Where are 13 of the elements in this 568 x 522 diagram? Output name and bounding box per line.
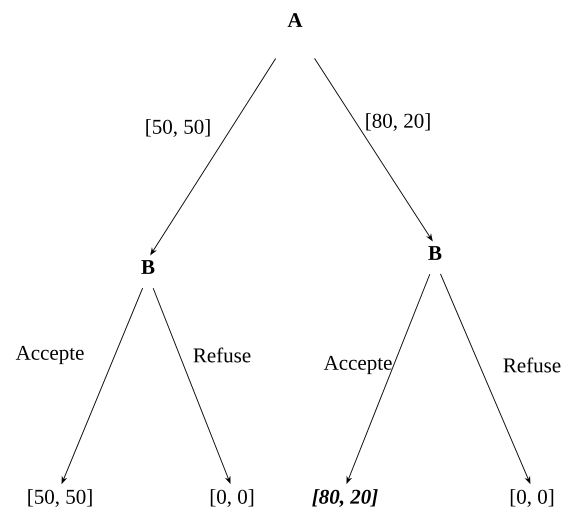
edge-label: Accepte: [324, 356, 392, 374]
player-label: B: [428, 246, 442, 260]
player-label: B: [141, 260, 154, 274]
edge-label: [80, 20]: [366, 113, 430, 131]
payoff-label: [50, 50]: [28, 489, 92, 507]
edge-label: Accepte: [16, 346, 84, 364]
edge-label: Refuse: [193, 348, 250, 362]
payoff-label: [80, 20]: [312, 489, 378, 507]
payoff-label: [0, 0]: [210, 489, 254, 507]
edge-label: Refuse: [503, 358, 560, 372]
edge-label: [50, 50]: [146, 119, 210, 137]
payoff-label: [0, 0]: [510, 489, 554, 507]
player-label: A: [288, 13, 302, 27]
